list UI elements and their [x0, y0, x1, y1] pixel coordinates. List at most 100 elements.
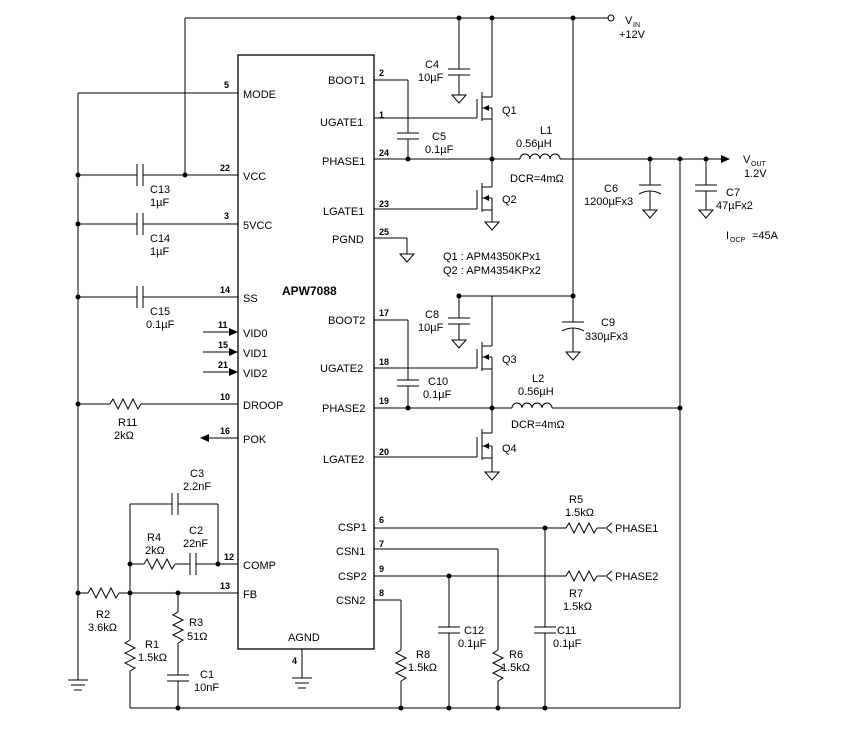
pin-num-mode: 5	[224, 80, 229, 90]
iocp-value: =45A	[752, 230, 779, 242]
c7-capacitor: C7 47µFx2	[695, 156, 753, 219]
pin-num-vcc: 22	[220, 163, 230, 173]
c14-value: 1µF	[150, 246, 169, 258]
vin-rail: V IN +12V	[182, 14, 646, 178]
r11-name: R11	[118, 417, 137, 429]
r7-value: 1.5kΩ	[563, 601, 592, 613]
r2-name: R2	[96, 609, 110, 621]
pin-num-vid0: 11	[218, 320, 228, 330]
pin-label-fb: FB	[243, 589, 257, 601]
pin-num-fb: 13	[220, 581, 230, 591]
q-note-2: Q2 : APM4354KPx2	[443, 265, 541, 277]
phase1-network: L1 0.56µH DCR=4mΩ	[374, 125, 730, 185]
c8-capacitor: C8 10µF	[418, 293, 492, 349]
c12-value: 0.1µF	[458, 638, 487, 650]
pin-label-vid0: VID0	[243, 328, 267, 340]
pin-label-ss: SS	[243, 293, 258, 305]
r8-value: 1.5kΩ	[408, 662, 437, 674]
r5-name: R5	[569, 494, 583, 506]
iocp-label-sub: OCP	[730, 237, 746, 244]
pin-num-ugate1: 1	[379, 110, 384, 120]
pin-label-mode: MODE	[243, 89, 276, 101]
vout-value: 1.2V	[744, 168, 767, 180]
vin-value: +12V	[619, 29, 646, 41]
pin-num-pgnd: 25	[379, 227, 389, 237]
pin-num-boot2: 17	[379, 308, 389, 318]
boot1-network: C5 0.1µF	[374, 79, 454, 162]
pin-num-boot1: 2	[379, 68, 384, 78]
pin-label-csp2: CSP2	[338, 571, 367, 583]
r1-value: 1.5kΩ	[138, 652, 167, 664]
phase1-ref-label: PHASE1	[615, 523, 658, 535]
r6-name: R6	[509, 649, 523, 661]
agnd-ground: 4	[292, 649, 312, 689]
l2-name: L2	[532, 373, 544, 385]
c14-name: C14	[150, 233, 170, 245]
pin-num-pok: 16	[220, 426, 230, 436]
q3-name: Q3	[502, 354, 517, 366]
pin-label-pgnd: PGND	[332, 234, 364, 246]
q-note-1: Q1 : APM4350KPx1	[443, 251, 541, 263]
r4-value: 2kΩ	[145, 545, 165, 557]
q4-mosfet: Q4	[374, 408, 517, 481]
c9-capacitor: C9 330µFx3	[492, 18, 628, 361]
pin-num-ss: 14	[220, 285, 230, 295]
l2-value: 0.56µH	[518, 386, 554, 398]
vin-label: V	[625, 15, 633, 27]
pin-num-vid2: 21	[218, 360, 228, 370]
c14-capacitor: C14 1µF	[136, 213, 170, 258]
pin-label-phase1: PHASE1	[322, 156, 365, 168]
left-ground-rail	[68, 93, 88, 691]
r11-value: 2kΩ	[114, 430, 134, 442]
c2-name: C2	[189, 525, 203, 537]
pgnd-ground	[374, 237, 416, 263]
pin-num-csn1: 7	[379, 539, 384, 549]
chip-name: APW7088	[282, 284, 337, 298]
phase2-network: L2 0.56µH DCR=4mΩ	[374, 373, 680, 431]
r4-name: R4	[147, 532, 161, 544]
c1-name: C1	[200, 669, 214, 681]
pin-num-csn2: 8	[379, 588, 384, 598]
q2-mosfet: Q2	[374, 159, 517, 231]
q3-mosfet: Q3	[374, 296, 517, 408]
q1-name: Q1	[502, 105, 517, 117]
vout-rail	[677, 156, 683, 708]
c13-name: C13	[150, 184, 170, 196]
pin-label-ugate1: UGATE1	[320, 117, 363, 129]
agnd-pin-num: 4	[292, 656, 297, 666]
agnd-label: AGND	[288, 632, 320, 644]
pin-num-csp1: 6	[379, 515, 384, 525]
pin-label-pok: POK	[243, 434, 267, 446]
pin-label-vcc: VCC	[243, 171, 266, 183]
q4-name: Q4	[502, 443, 517, 455]
c13-capacitor: C13 1µF	[136, 164, 170, 209]
c8-name: C8	[425, 309, 439, 321]
pin-num-droop: 10	[220, 392, 230, 402]
pin-num-ugate2: 18	[379, 357, 389, 367]
pin-label-boot2: BOOT2	[328, 315, 365, 327]
c6-capacitor: C6 1200µFx3	[584, 156, 662, 219]
c4-value: 10µF	[418, 72, 444, 84]
l2-dcr: DCR=4mΩ	[511, 419, 565, 431]
pin-label-csp1: CSP1	[338, 522, 367, 534]
q2-name: Q2	[502, 194, 517, 206]
c15-value: 0.1µF	[146, 319, 175, 331]
pin-label-csn1: CSN1	[336, 546, 365, 558]
c9-name: C9	[601, 317, 615, 329]
c2-value: 22nF	[183, 538, 208, 550]
pin-label-boot1: BOOT1	[328, 75, 365, 87]
l1-value: 0.56µH	[516, 138, 552, 150]
c10-name: C10	[428, 376, 448, 388]
vout-label: V	[743, 154, 751, 166]
c11-value: 0.1µF	[553, 638, 582, 650]
r3-value: 51Ω	[187, 631, 207, 643]
pin-label-lgate1: LGATE1	[323, 206, 364, 218]
pin-num-comp: 12	[224, 552, 234, 562]
c6-value: 1200µFx3	[584, 196, 633, 208]
pin-label-vid2: VID2	[243, 368, 267, 380]
c10-value: 0.1µF	[423, 389, 452, 401]
c1-value: 10nF	[194, 682, 219, 694]
r7-name: R7	[569, 588, 583, 600]
r1-name: R1	[145, 639, 159, 651]
r6-value: 1.5kΩ	[501, 662, 530, 674]
